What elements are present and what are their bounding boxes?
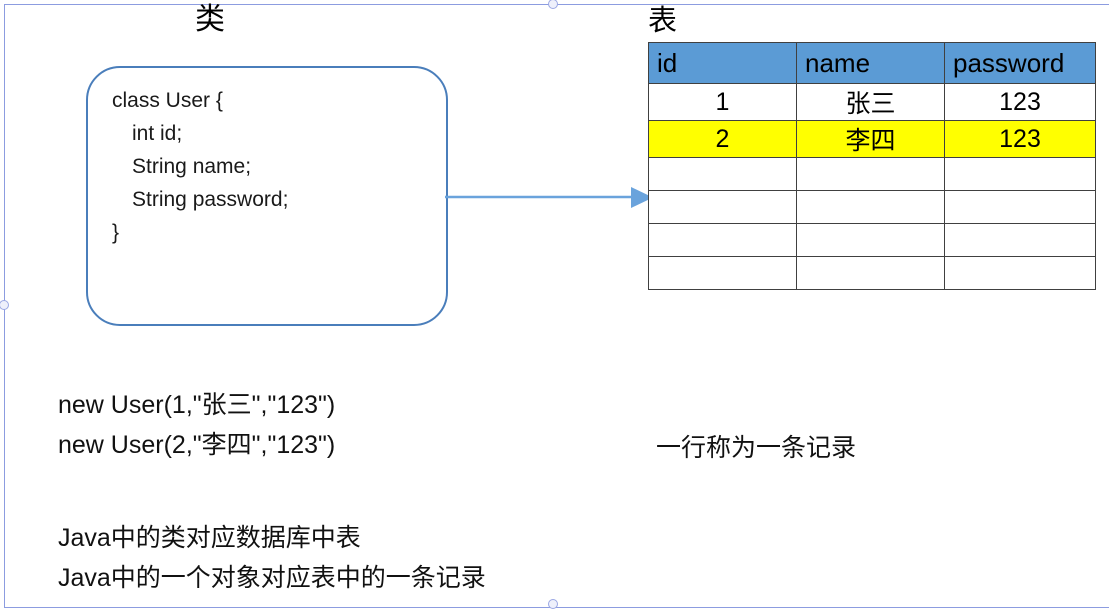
class-definition-box[interactable] (86, 66, 448, 326)
table-row[interactable] (648, 256, 1096, 290)
table-row[interactable] (648, 223, 1096, 257)
table-header-row: id name password (648, 42, 1096, 84)
table-row[interactable]: 1 张三 123 (648, 83, 1096, 121)
new-object-line-2: new User(2,"李四","123") (58, 431, 336, 459)
column-header-name[interactable]: name (796, 42, 945, 84)
column-header-id[interactable]: id (648, 42, 797, 84)
mapping-notes: Java中的类对应数据库中表 Java中的一个对象对应表中的一条记录 (58, 518, 486, 598)
table-row[interactable] (648, 190, 1096, 224)
cell-password[interactable]: 123 (944, 83, 1096, 121)
new-object-notes: new User(1,"张三","123") new User(2,"李四","… (58, 385, 335, 465)
cell-id[interactable] (648, 223, 797, 257)
cell-password[interactable] (944, 157, 1096, 191)
arrow-connector (443, 182, 655, 214)
code-line-4: String password; (132, 188, 289, 211)
cell-password[interactable] (944, 256, 1096, 290)
cell-id[interactable]: 2 (648, 120, 797, 158)
table-row-highlighted[interactable]: 2 李四 123 (648, 120, 1096, 158)
column-header-password[interactable]: password (944, 42, 1096, 84)
cell-id[interactable] (648, 256, 797, 290)
mapping-line-1: Java中的类对应数据库中表 (58, 524, 361, 552)
cell-id[interactable] (648, 157, 797, 191)
class-definition-code: class User { int id; String name; String… (112, 84, 288, 249)
cell-name[interactable] (796, 157, 945, 191)
resize-handle-bottom[interactable] (548, 599, 558, 609)
table-row[interactable] (648, 157, 1096, 191)
cell-id[interactable]: 1 (648, 83, 797, 121)
cell-password[interactable] (944, 223, 1096, 257)
code-line-2: int id; (132, 122, 183, 145)
arrow-right-icon (445, 187, 653, 208)
code-line-3: String name; (132, 155, 252, 178)
table-section-title: 表 (648, 3, 678, 37)
cell-name[interactable]: 李四 (796, 120, 945, 158)
cell-id[interactable] (648, 190, 797, 224)
class-section-title: 类 (195, 2, 225, 37)
cell-password[interactable] (944, 190, 1096, 224)
code-line-5: } (112, 221, 120, 244)
resize-handle-left[interactable] (0, 300, 9, 310)
mapping-line-2: Java中的一个对象对应表中的一条记录 (58, 564, 486, 592)
row-is-record-note: 一行称为一条记录 (656, 433, 857, 462)
cell-name[interactable] (796, 190, 945, 224)
cell-name[interactable]: 张三 (796, 83, 945, 121)
cell-name[interactable] (796, 256, 945, 290)
new-object-line-1: new User(1,"张三","123") (58, 391, 336, 419)
resize-handle-top[interactable] (548, 0, 558, 9)
cell-name[interactable] (796, 223, 945, 257)
cell-password[interactable]: 123 (944, 120, 1096, 158)
code-line-1: class User { (112, 89, 223, 112)
user-table[interactable]: id name password 1 张三 123 2 李四 123 (648, 42, 1096, 290)
